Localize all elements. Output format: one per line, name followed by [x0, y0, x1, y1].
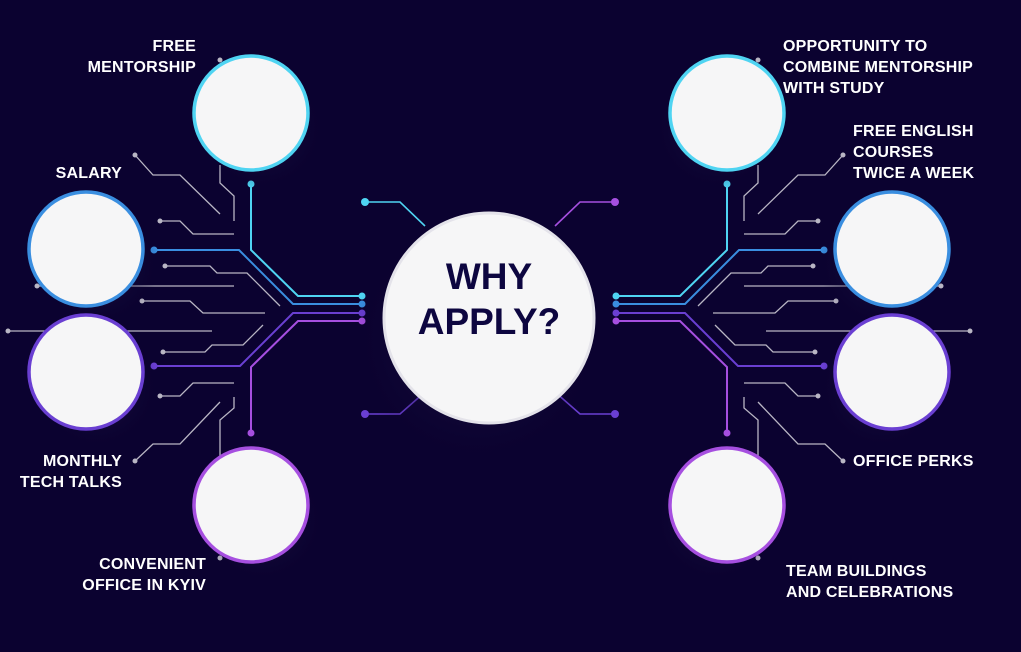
label-free-mentorship: FREE MENTORSHIP — [88, 36, 196, 78]
label-combine-mentorship-study: OPPORTUNITY TO COMBINE MENTORSHIP WITH S… — [783, 36, 973, 99]
center-circle — [382, 211, 596, 425]
label-line: FREE ENGLISH — [853, 123, 974, 140]
title-line: WHY — [445, 256, 533, 297]
center-title: WHY APPLY? — [384, 254, 594, 344]
label-line: FREE — [152, 38, 196, 55]
label-office-perks: OFFICE PERKS — [853, 451, 974, 472]
label-line: CONVENIENT — [99, 556, 206, 573]
label-line: COURSES — [853, 144, 934, 161]
label-line: COMBINE MENTORSHIP — [783, 59, 973, 76]
label-line: TEAM BUILDINGS — [786, 563, 927, 580]
label-line: OFFICE IN KYIV — [82, 577, 206, 594]
title-line: APPLY? — [417, 301, 561, 342]
label-monthly-tech-talks: MONTHLY TECH TALKS — [20, 451, 122, 493]
label-line: TWICE A WEEK — [853, 165, 975, 182]
label-convenient-office: CONVENIENT OFFICE IN KYIV — [82, 554, 206, 596]
label-line: MENTORSHIP — [87, 59, 196, 76]
label-line: SALARY — [55, 165, 122, 182]
label-line: AND CELEBRATIONS — [786, 584, 954, 601]
left-branch — [3, 54, 368, 584]
label-line: WITH STUDY — [783, 80, 885, 97]
label-team-buildings: TEAM BUILDINGS AND CELEBRATIONS — [786, 561, 953, 603]
label-salary: SALARY — [56, 163, 122, 184]
label-line: TECH TALKS — [19, 474, 122, 491]
label-line: MONTHLY — [42, 453, 122, 470]
label-free-english: FREE ENGLISH COURSES TWICE A WEEK — [853, 121, 974, 184]
label-line: OFFICE PERKS — [853, 453, 974, 470]
label-line: OPPORTUNITY TO — [783, 38, 928, 55]
